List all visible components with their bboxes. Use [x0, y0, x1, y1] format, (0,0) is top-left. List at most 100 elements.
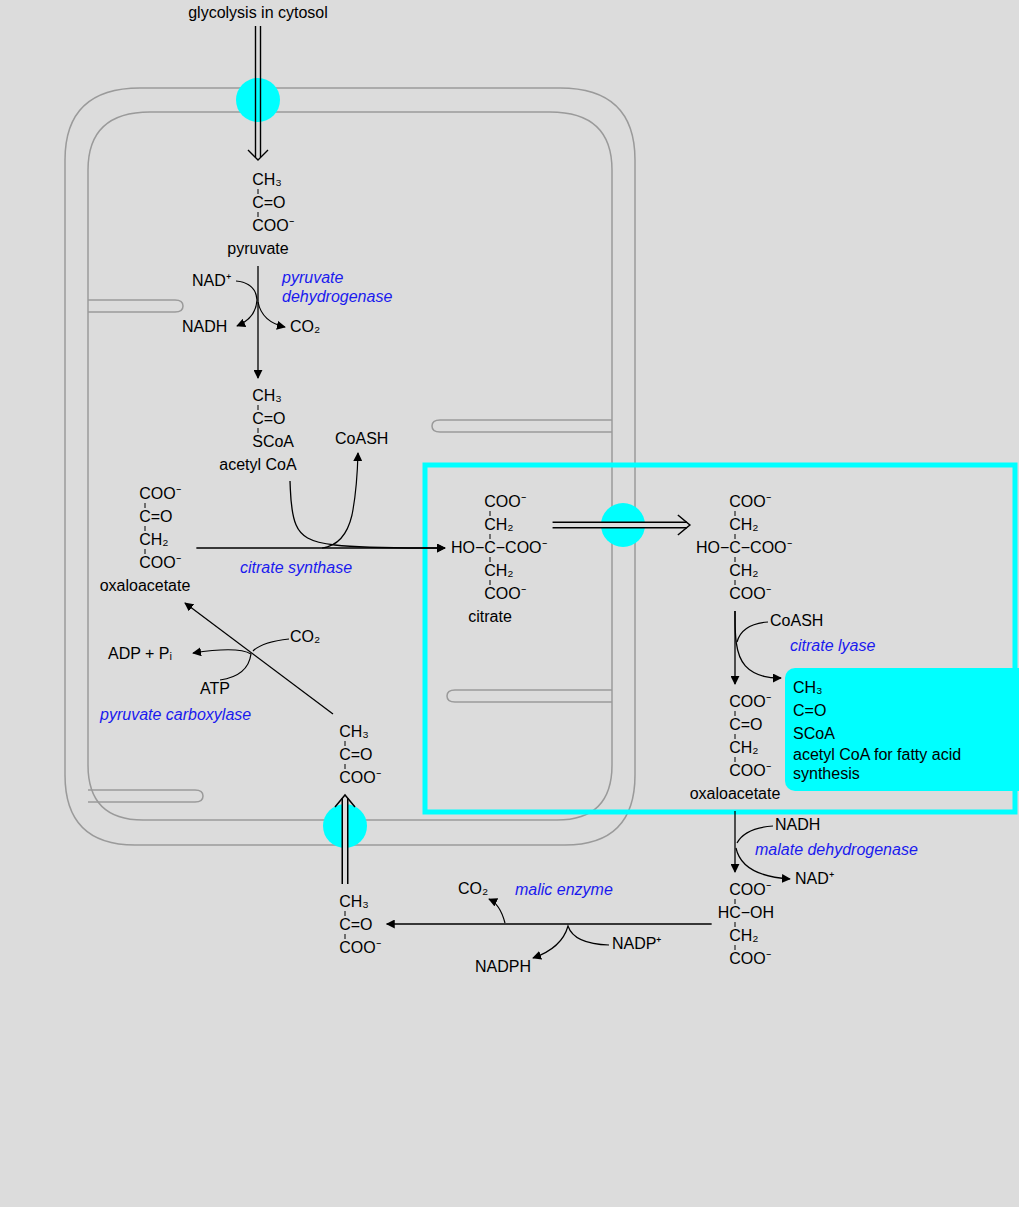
molecule: CH₃C=OCOO⁻ [339, 890, 380, 959]
reaction-line [290, 481, 445, 548]
reaction-line [185, 603, 333, 714]
cofactor: ATP [200, 680, 230, 698]
bond-line [345, 934, 346, 939]
transporter [236, 78, 280, 122]
reaction-arrow [735, 811, 736, 872]
molecule: CH₃C=OCOO⁻ [339, 720, 380, 789]
bond-line [490, 580, 491, 585]
enzyme-name: malic enzyme [515, 880, 613, 899]
bond-line [735, 711, 736, 716]
cofactor: NADH [775, 816, 820, 834]
enzyme-name: citrate synthase [240, 558, 352, 577]
cofactor: NADPH [475, 958, 531, 976]
formula-line: COO⁻ [729, 947, 770, 970]
compound-name: oxaloacetate [100, 574, 191, 597]
formula-line: HC−OH [718, 901, 774, 924]
cofactor: CO₂ [290, 628, 320, 646]
bond-line [735, 557, 736, 562]
bond-line [735, 534, 736, 539]
reaction-line [734, 811, 735, 872]
bond-line [735, 734, 736, 739]
crista [432, 420, 612, 432]
bond-line [735, 757, 736, 762]
cofactor: NAD⁺ [795, 870, 834, 888]
bond-line [258, 405, 259, 410]
formula-line: COO⁻ [339, 766, 380, 789]
compound-name: oxaloacetate [690, 782, 781, 805]
cofactor: ADP + Pᵢ [108, 645, 172, 663]
formula-line: CH₂ [729, 924, 758, 947]
molecule: COO⁻C=OCH₂COO⁻oxaloacetate [690, 690, 781, 805]
transport-arrow-core [343, 797, 347, 886]
molecule: COO⁻CH₂HO−C−COO⁻CH₂COO⁻citrate [451, 490, 547, 628]
transport-arrow-head [678, 515, 690, 535]
formula-line: COO⁻ [139, 551, 180, 574]
formula-line: COO⁻ [484, 490, 525, 513]
formula-line: CH₂ [729, 559, 758, 582]
molecule: COO⁻CH₂HO−C−COO⁻CH₂COO⁻ [696, 490, 792, 605]
bond-line [145, 549, 146, 554]
reaction-arrow [258, 266, 259, 378]
molecule: COO⁻C=OCH₂COO⁻oxaloacetate [100, 482, 191, 597]
molecule: CH₃C=OSCoAacetyl CoA [219, 384, 296, 476]
formula-line: CH₂ [729, 513, 758, 536]
formula-line: HO−C−COO⁻ [451, 536, 547, 559]
formula-line: CH₃ [252, 384, 282, 407]
formula-line: C=O [339, 913, 372, 936]
formula-line: COO⁻ [729, 582, 770, 605]
bond-line [735, 899, 736, 904]
formula-line: COO⁻ [729, 490, 770, 513]
enzyme-name: malate dehydrogenase [755, 840, 918, 859]
cofactor: NADH [182, 318, 227, 336]
formula-line: C=O [793, 699, 826, 722]
compound-name: citrate [468, 605, 512, 628]
cofactor: NAD⁺ [192, 272, 231, 290]
formula-line: CH₂ [729, 736, 758, 759]
bond-line [258, 189, 259, 194]
reaction-arrow [387, 924, 712, 925]
bond-line [490, 534, 491, 539]
cofactor: CoASH [335, 430, 388, 448]
formula-line: C=O [252, 407, 285, 430]
bond-line [490, 511, 491, 516]
reaction-arrow [335, 795, 355, 885]
reaction-arrow [290, 481, 445, 548]
formula-line: COO⁻ [484, 582, 525, 605]
formula-line: SCoA [793, 722, 835, 745]
bond-line [490, 557, 491, 562]
formula-line: COO⁻ [339, 936, 380, 959]
bond-line [345, 911, 346, 916]
transport-arrow-head [335, 795, 355, 807]
cofactor: CoASH [770, 612, 823, 630]
bond-line [735, 945, 736, 950]
product-box: CH₃C=OSCoAacetyl CoA for fatty acid synt… [785, 668, 1019, 791]
formula-line: C=O [729, 713, 762, 736]
formula-line: COO⁻ [729, 690, 770, 713]
formula-line: CH₃ [339, 720, 369, 743]
enzyme-name: pyruvate carboxylase [100, 705, 251, 724]
bond-line [735, 511, 736, 516]
bond-line [258, 428, 259, 433]
transport-arrow-core [552, 523, 689, 527]
formula-line: CH₃ [339, 890, 369, 913]
formula-line: COO⁻ [252, 214, 293, 237]
crista [447, 690, 612, 702]
formula-line: C=O [139, 505, 172, 528]
molecule: CH₃C=OCOO⁻pyruvate [227, 168, 293, 260]
formula-line: COO⁻ [729, 759, 770, 782]
formula-line: CH₃ [252, 168, 282, 191]
enzyme-name: citrate lyase [790, 636, 875, 655]
formula-line: C=O [252, 191, 285, 214]
formula-line: CH₂ [484, 513, 513, 536]
molecule: COO⁻HC−OHCH₂COO⁻ [718, 878, 774, 970]
cofactor: NADP⁺ [612, 935, 661, 953]
formula-line: SCoA [252, 430, 294, 453]
formula-line: COO⁻ [139, 482, 180, 505]
formula-line: C=O [339, 743, 372, 766]
bond-line [345, 764, 346, 769]
cofactor: CO₂ [290, 318, 320, 336]
formula-line: CH₃ [793, 676, 823, 699]
